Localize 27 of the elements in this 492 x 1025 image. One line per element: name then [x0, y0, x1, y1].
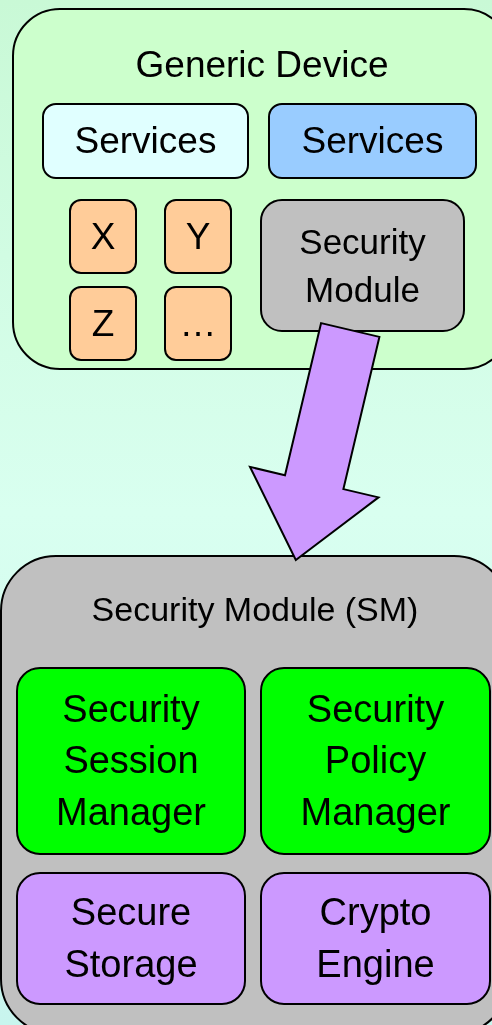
component-box	[16, 667, 246, 855]
container-box	[12, 8, 492, 370]
box-label: Secure Storage	[63, 890, 199, 987]
component-box	[260, 199, 465, 332]
component-box	[164, 286, 232, 361]
component-box	[16, 872, 246, 1005]
box-label: X	[89, 214, 117, 259]
box-label: Services	[300, 119, 445, 164]
box-label: Security Module	[298, 221, 427, 311]
component-box	[268, 103, 477, 179]
box-label: Services	[73, 119, 218, 164]
box-label: Z	[90, 301, 116, 346]
component-box	[42, 103, 249, 179]
container-box	[0, 555, 492, 1025]
box-title: Generic Device	[134, 43, 390, 87]
component-box	[164, 199, 232, 274]
box-label: Y	[184, 214, 212, 259]
box-label: Security Session Manager	[55, 687, 207, 835]
component-box	[260, 667, 491, 855]
box-label: Security Policy Manager	[299, 687, 452, 835]
box-title: Security Module (SM)	[90, 589, 420, 630]
box-label: Crypto Engine	[315, 890, 436, 987]
block-arrow	[248, 321, 381, 562]
component-box	[69, 286, 137, 361]
component-box	[69, 199, 137, 274]
box-label: …	[178, 301, 218, 346]
component-box	[260, 872, 491, 1005]
